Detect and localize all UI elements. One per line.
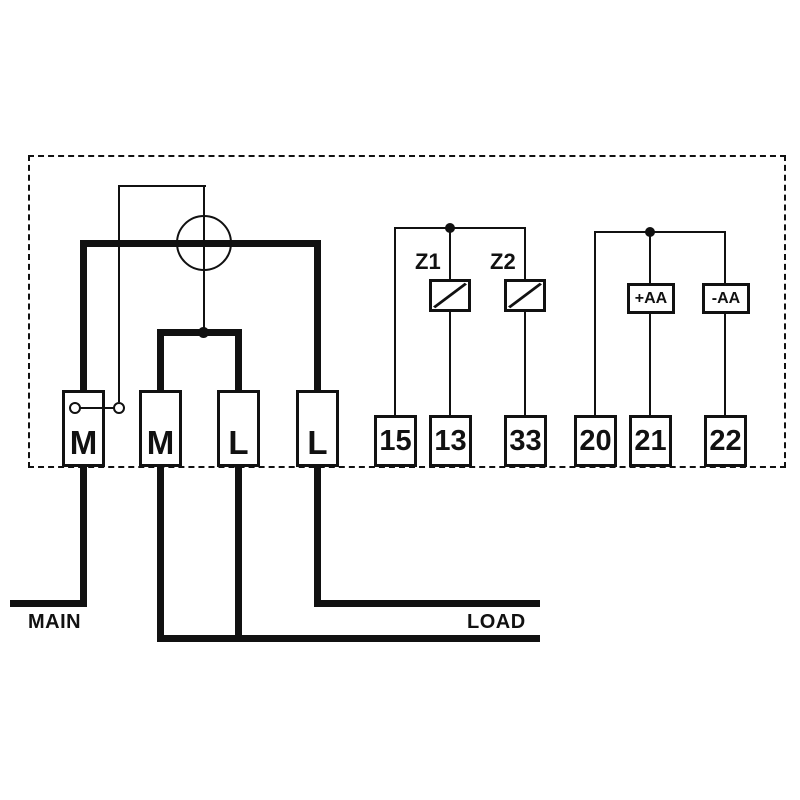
link-terminal-icon: [69, 402, 81, 414]
label-z2: Z2: [490, 249, 516, 274]
wire-load-lower-horizontal: [157, 635, 540, 642]
sense-wire-top-horizontal: [118, 185, 206, 187]
terminal-label: 13: [434, 424, 467, 457]
terminal-m1: M: [62, 390, 105, 467]
terminal-15: 15: [374, 415, 417, 467]
terminal-33: 33: [504, 415, 547, 467]
current-transformer-icon: [176, 215, 232, 271]
aux-plus-aa-box: +AA: [627, 283, 675, 314]
voltage-link-icon: [75, 407, 119, 409]
comm-wire-21-vertical: [649, 231, 651, 417]
terminal-l2: L: [296, 390, 339, 467]
terminal-m2: M: [139, 390, 182, 467]
diagonal-line: [508, 282, 542, 309]
terminal-label: 15: [379, 424, 412, 457]
terminal-label: 21: [634, 424, 667, 457]
junction-dot: [445, 223, 455, 233]
terminal-label: M: [146, 424, 175, 461]
terminal-label: M: [69, 424, 98, 461]
label-load: LOAD: [467, 611, 526, 633]
pulse-wire-15-vertical: [394, 227, 396, 417]
wire-load-upper-horizontal: [314, 600, 540, 607]
junction-dot: [645, 227, 655, 237]
diagonal-line: [433, 282, 467, 309]
terminal-label: 22: [709, 424, 742, 457]
wire-main-phase-drop: [80, 460, 87, 607]
wire-phase-l2-riser: [314, 240, 321, 393]
label-z1: Z1: [415, 249, 441, 274]
comm-wire-top-horizontal: [594, 231, 726, 233]
wire-l2-drop: [314, 460, 321, 607]
terminal-label: L: [228, 424, 249, 461]
comm-wire-20-vertical: [594, 231, 596, 417]
terminal-label: L: [307, 424, 328, 461]
impedance-z2-icon: [504, 279, 546, 312]
terminal-l1: L: [217, 390, 260, 467]
aux-label: +AA: [634, 289, 668, 307]
terminal-22: 22: [704, 415, 747, 467]
terminal-13: 13: [429, 415, 472, 467]
pulse-wire-33-vertical: [524, 227, 526, 417]
wire-m2-drop: [157, 460, 164, 642]
aux-label: -AA: [711, 289, 741, 307]
terminal-label: 20: [579, 424, 612, 457]
aux-minus-aa-box: -AA: [702, 283, 750, 314]
label-main: MAIN: [28, 611, 82, 633]
link-terminal-icon: [113, 402, 125, 414]
terminal-20: 20: [574, 415, 617, 467]
wire-neutral-l1-riser: [235, 329, 242, 393]
terminal-label: 33: [509, 424, 542, 457]
wire-main-horizontal: [10, 600, 87, 607]
meter-outline: [28, 155, 786, 468]
wire-neutral-m2-riser: [157, 329, 164, 393]
comm-wire-22-vertical: [724, 231, 726, 417]
junction-dot: [198, 327, 209, 338]
pulse-wire-top-horizontal: [394, 227, 526, 229]
sense-wire-left-vertical: [118, 185, 120, 402]
impedance-z1-icon: [429, 279, 471, 312]
terminal-21: 21: [629, 415, 672, 467]
wire-phase-m1-riser: [80, 240, 87, 393]
pulse-wire-13-vertical: [449, 227, 451, 417]
wire-l1-drop: [235, 460, 242, 642]
